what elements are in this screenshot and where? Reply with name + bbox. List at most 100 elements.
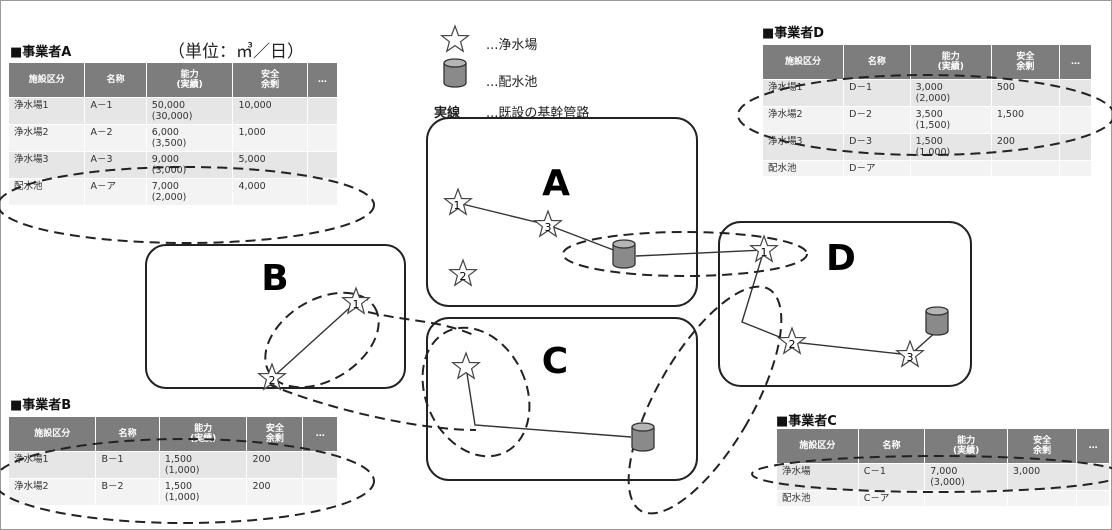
facility-type-cell: 浄水場1 [761,79,845,107]
dashed-highlights [0,74,1112,524]
facility-name-cell: D－ア [843,160,911,177]
column-header: … [302,416,338,452]
dashed-ellipse-a-rows [0,166,375,244]
safety-margin-cell: 200 [990,133,1060,161]
area-a-label: A [542,163,570,204]
plant-d3: 3 [896,340,924,367]
pipeline-c [465,366,632,438]
plant-d1-number: 1 [761,246,768,259]
facility-type-cell: 浄水場1 [7,97,86,125]
facility-name-cell: D－1 [843,79,911,107]
plant-b1: 1 [342,287,370,314]
column-header: 能力 (実績) [909,44,992,80]
column-header: 能力 (実績) [145,62,234,98]
column-header: 安全 余剰 [990,44,1060,80]
table-header-row: 施設区分名称能力 (実績)安全 余剰… [7,62,339,98]
capacity-cell: 1,500(1,000) [158,478,248,506]
plant-d2-number: 2 [789,338,796,351]
operator-a-title: ■事業者A [10,45,72,60]
capacity-cell: 3,000(2,000) [909,79,992,107]
safety-margin-cell [990,160,1060,177]
actual-value: (1,000) [915,147,951,158]
capacity-value: 6,000 [151,127,179,138]
actual-value: (3,000) [930,477,965,488]
column-header: … [306,62,339,98]
capacity-value: 3,000 [915,82,943,93]
extra-cell [306,97,339,125]
facility-type-cell: 浄水場2 [7,124,86,152]
operator-d-title: ■事業者D [762,26,825,41]
plant-b1-number: 1 [353,298,360,311]
plant-b2: 2 [258,363,286,390]
extra-cell [1058,160,1093,177]
capacity-value: 7,000 [930,466,958,477]
capacity-cell [909,160,992,177]
extra-cell [306,151,339,179]
capacity-value: 3,500 [915,109,943,120]
plant-c1 [452,352,480,379]
dashed-ellipse-c-rows [751,455,1112,493]
plant-a3: 3 [534,210,562,237]
extra-cell [302,451,338,479]
safety-margin-cell: 4,000 [232,178,308,206]
actual-value: (3,000) [151,165,187,176]
facility-name-cell: B－2 [95,478,160,506]
area-a-box [426,117,698,307]
capacity-cell: 1,500(1,000) [158,451,248,479]
area-d-box [718,221,972,387]
safety-margin-cell: 1,500 [990,106,1060,134]
legend-cylinder-icon [443,58,467,88]
facility-type-cell: 浄水場 [776,463,859,491]
plant-a1-number: 1 [454,199,461,212]
extra-cell [1058,133,1093,161]
plant-a1: 1 [444,188,472,215]
capacity-value: 1,500 [164,481,193,492]
dashed-ellipse-b-rows [0,438,375,524]
unit-note: （単位：㎥／日） [168,42,304,62]
actual-value: (2,000) [915,93,951,104]
capacity-cell: 9,000(3,000) [145,151,234,179]
area-d-label: D [826,238,856,279]
capacity-cell: 6,000(3,500) [145,124,234,152]
facility-name-cell: A－2 [84,124,147,152]
safety-margin-cell: 200 [246,451,304,479]
reservoir-d [925,306,949,336]
column-header: 名称 [857,428,926,464]
capacity-value: 9,000 [151,154,179,165]
dashed-ellipse-a-d-link [562,231,808,277]
safety-margin-cell: 5,000 [232,151,308,179]
legend-reservoir-text: ...配水池 [486,75,538,90]
column-header: 名称 [84,62,147,98]
plant-d3-number: 3 [907,351,914,364]
dashed-link-b-c-lower [267,383,477,431]
extra-cell [306,124,339,152]
dashed-ellipse-c-plant [421,326,531,458]
column-header: … [1058,44,1093,80]
facility-type-cell: 配水池 [761,160,845,177]
column-header: 名称 [95,416,160,452]
facility-name-cell: D－2 [843,106,911,134]
plant-a2-number: 2 [460,270,467,283]
facility-name-cell: B－1 [95,451,160,479]
area-b-label: B [261,258,288,299]
facility-name-cell: C－1 [857,463,926,491]
pipeline-a [457,202,625,255]
facility-name-cell: A－3 [84,151,147,179]
area-c-label: C [542,341,568,382]
dashed-ellipse-d-rows [737,74,1112,156]
safety-margin-cell: 200 [246,478,304,506]
column-header: 能力 (実績) [924,428,1008,464]
table-header-row: 施設区分名称能力 (実績)安全 余剰… [7,416,338,452]
